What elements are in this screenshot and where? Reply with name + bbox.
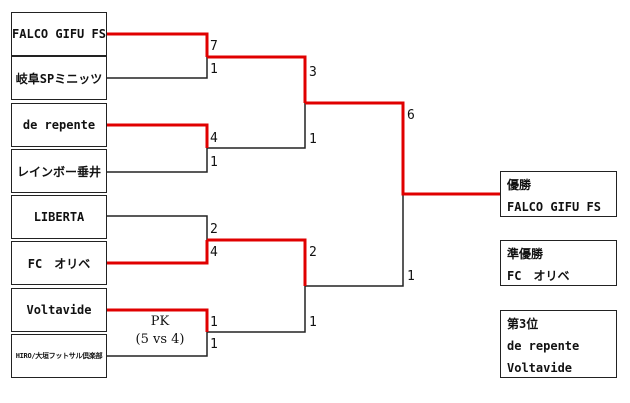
winner-line-sf1 xyxy=(207,55,307,103)
runner-up-team: FC オリベ xyxy=(507,269,570,283)
third-place-team-2: Voltavide xyxy=(507,361,573,375)
score-final-top: 6 xyxy=(407,108,415,123)
team-name: レインボー垂井 xyxy=(16,164,101,179)
score-final-bottom: 1 xyxy=(407,269,415,284)
score-r1-team8: 1 xyxy=(210,337,218,352)
bracket-line-sf2-bottom xyxy=(207,286,306,333)
score-sf1-top: 3 xyxy=(309,65,317,80)
winner-line-r1-m4 xyxy=(107,308,209,332)
team-box-5: LIBERTA xyxy=(11,195,107,239)
team-name: FALCO GIFU FS xyxy=(12,27,106,41)
score-r1-team6: 4 xyxy=(210,245,218,260)
bracket-line-r1-m4-bottom xyxy=(107,332,208,357)
bracket-line-r1-m2-bottom xyxy=(107,148,208,173)
winner-line-r1-m2 xyxy=(107,123,209,148)
runner-up-box: 準優勝 FC オリベ xyxy=(500,240,617,286)
score-r1-team4: 1 xyxy=(210,155,218,170)
score-r1-team5: 2 xyxy=(210,222,218,237)
score-r1-team2: 1 xyxy=(210,62,218,77)
score-r1-team3: 4 xyxy=(210,131,218,146)
team-box-3: de repente xyxy=(11,103,107,147)
bracket-line-final-bottom xyxy=(305,194,404,287)
bracket-line-r1-m3-top xyxy=(107,215,208,240)
third-place-label: 第3位 xyxy=(507,317,539,331)
bracket-line-r1-m1-bottom xyxy=(107,57,208,79)
team-box-6: FC オリベ xyxy=(11,241,107,285)
team-name: 岐阜SPミニッツ xyxy=(15,71,103,86)
winner-line-r1-m1 xyxy=(107,32,209,57)
score-sf1-bottom: 1 xyxy=(309,132,317,147)
third-place-team-1: de repente xyxy=(507,339,580,353)
pk-label: PK xyxy=(150,314,170,329)
bracket-line-sf1-bottom xyxy=(207,103,306,149)
team-box-7: Voltavide xyxy=(11,288,107,332)
winner-line-sf2 xyxy=(207,238,307,286)
champion-label: 優勝 xyxy=(507,178,532,192)
team-name: LIBERTA xyxy=(33,210,85,224)
team-name: de repente xyxy=(22,118,96,132)
runner-up-label: 準優勝 xyxy=(507,247,544,261)
pk-note: PK (5 vs 4) xyxy=(112,313,208,349)
champion-team: FALCO GIFU FS xyxy=(507,200,601,214)
team-box-2: 岐阜SPミニッツ xyxy=(11,56,107,100)
team-box-4: レインボー垂井 xyxy=(11,149,107,193)
team-name: Voltavide xyxy=(26,303,92,317)
score-sf2-bottom: 1 xyxy=(309,315,317,330)
team-box-1: FALCO GIFU FS xyxy=(11,12,107,56)
team-name: HIRO/大垣フットサル倶楽部 xyxy=(15,352,103,360)
pk-detail: (5 vs 4) xyxy=(135,332,185,347)
team-box-8: HIRO/大垣フットサル倶楽部 xyxy=(11,334,107,378)
team-name: FC オリベ xyxy=(27,256,91,271)
third-place-box: 第3位 de repente Voltavide xyxy=(500,310,617,378)
winner-line-r1-m3 xyxy=(107,240,209,265)
score-sf2-top: 2 xyxy=(309,245,317,260)
score-r1-team1: 7 xyxy=(210,39,218,54)
winner-line-final xyxy=(305,101,500,196)
champion-box: 優勝 FALCO GIFU FS xyxy=(500,171,617,217)
score-r1-team7: 1 xyxy=(210,315,218,330)
